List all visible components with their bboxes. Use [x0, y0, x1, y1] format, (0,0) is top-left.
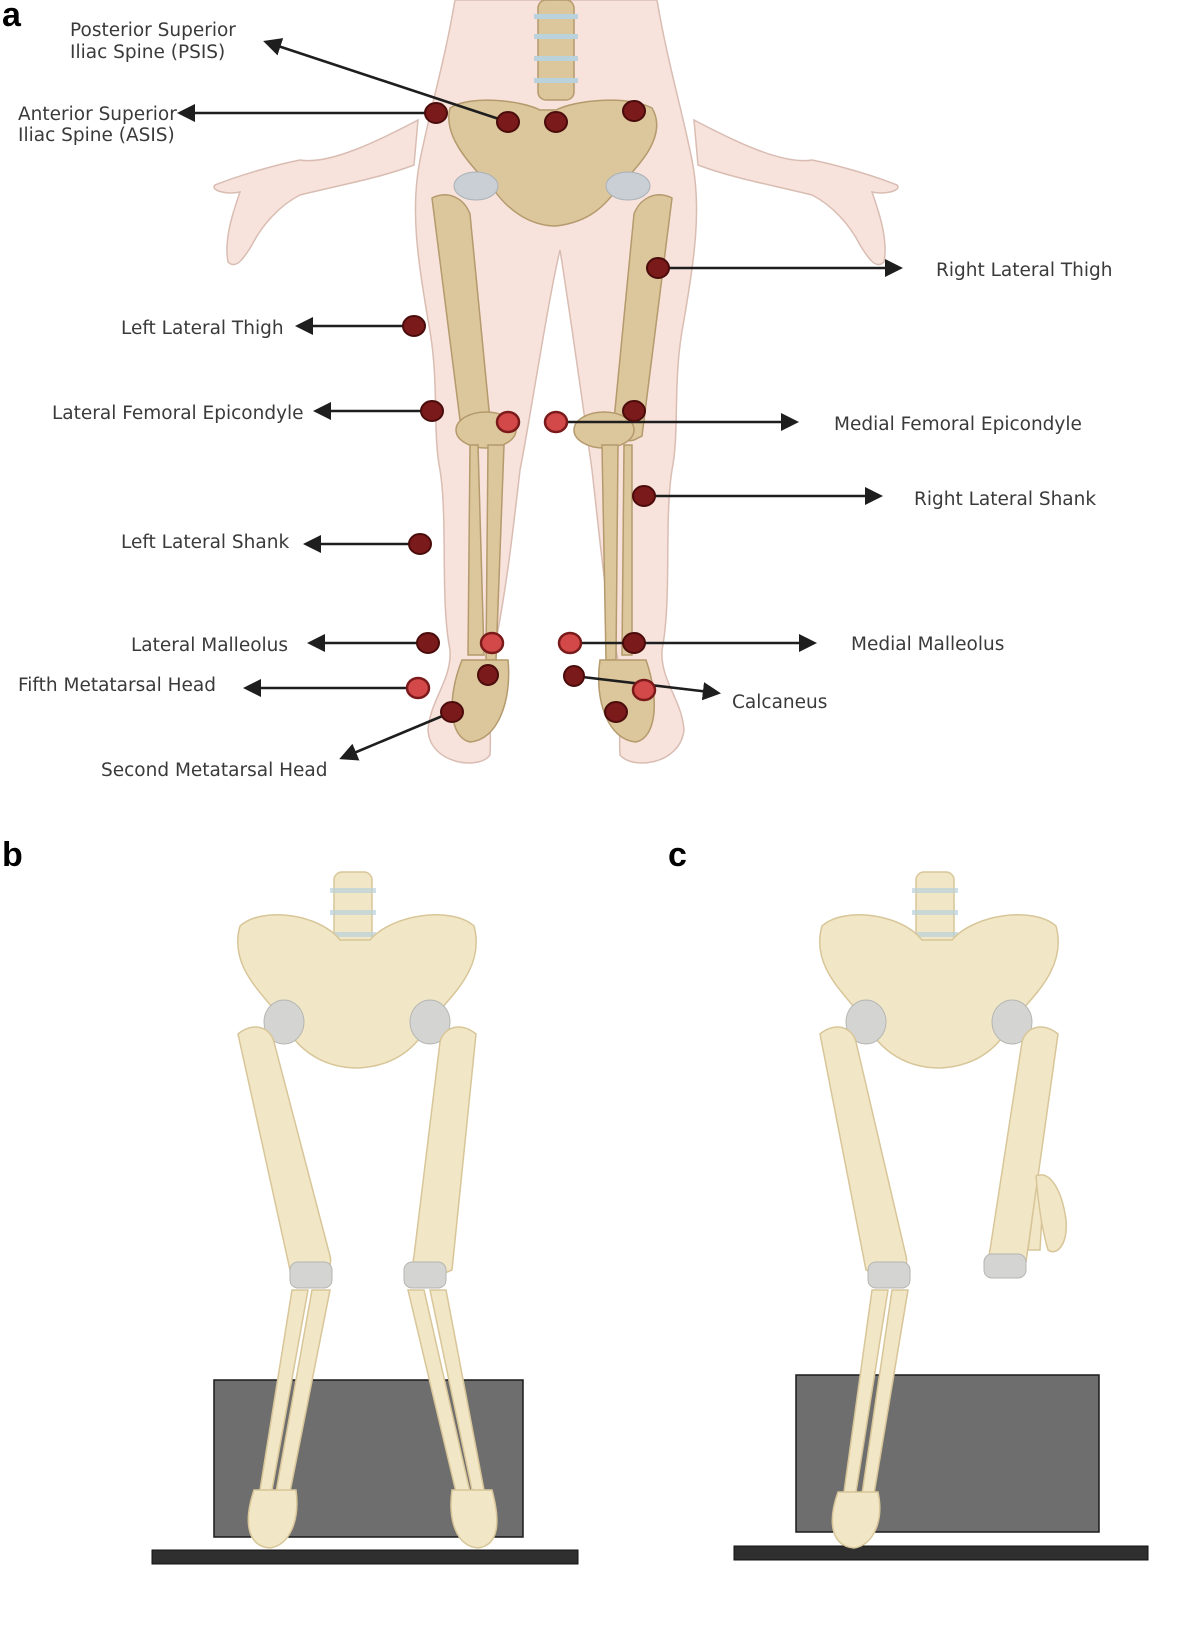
marker-right-lateral-shank — [632, 485, 656, 507]
marker-right-psis — [544, 111, 568, 133]
marker-left-lateral-thigh — [402, 315, 426, 337]
marker-right-asis — [622, 100, 646, 122]
marker-left-medial-malleolus — [479, 631, 505, 655]
markers — [402, 100, 670, 723]
label-right-lateral-shank: Right Lateral Shank — [914, 489, 1096, 510]
label-medial-femoral-epicondyle: Medial Femoral Epicondyle — [834, 414, 1082, 435]
label-left-lateral-shank: Left Lateral Shank — [121, 532, 289, 553]
marker-left-asis — [424, 102, 448, 124]
skeleton-c — [733, 871, 1149, 1561]
marker-right-lateral-malleolus — [622, 632, 646, 654]
label-second-metatarsal-head: Second Metatarsal Head — [101, 760, 327, 781]
marker-left-lateral-femoral-epicondyle — [420, 400, 444, 422]
label-asis-line2: Iliac Spine (ASIS) — [18, 125, 175, 146]
marker-right-fifth-metatarsal-head — [631, 678, 657, 702]
marker-left-second-metatarsal-head — [440, 701, 464, 723]
marker-right-medial-malleolus — [557, 631, 583, 655]
panel-letter-a: a — [2, 0, 22, 34]
marker-right-lateral-thigh — [646, 257, 670, 279]
arrow-second-metatarsal-head — [339, 710, 453, 761]
marker-left-lateral-shank — [408, 533, 432, 555]
marker-right-medial-femoral-epicondyle — [543, 410, 569, 434]
floor-base-b — [151, 1549, 579, 1565]
label-right-lateral-thigh: Right Lateral Thigh — [936, 260, 1112, 281]
label-medial-malleolus: Medial Malleolus — [851, 634, 1004, 655]
marker-right-lateral-femoral-epicondyle — [622, 400, 646, 422]
marker-left-fifth-metatarsal-head — [405, 676, 431, 700]
label-lateral-malleolus: Lateral Malleolus — [131, 635, 288, 656]
label-calcaneus: Calcaneus — [732, 692, 827, 713]
marker-left-calcaneus — [477, 664, 499, 686]
panel-letter-c: c — [668, 836, 687, 874]
skeleton-b — [151, 871, 579, 1565]
label-psis-line2: Iliac Spine (PSIS) — [70, 42, 225, 63]
marker-left-lateral-malleolus — [416, 632, 440, 654]
label-asis-line1: Anterior Superior — [18, 104, 177, 125]
floor-base-c — [733, 1545, 1149, 1561]
marker-right-second-metatarsal-head — [604, 701, 628, 723]
marker-left-medial-femoral-epicondyle — [495, 410, 521, 434]
label-left-lateral-thigh: Left Lateral Thigh — [121, 318, 284, 339]
label-lateral-femoral-epicondyle: Lateral Femoral Epicondyle — [52, 403, 304, 424]
marker-left-psis — [496, 111, 520, 133]
marker-right-calcaneus — [563, 665, 585, 687]
label-fifth-metatarsal-head: Fifth Metatarsal Head — [18, 675, 216, 696]
arrow-psis — [263, 38, 509, 124]
label-psis-line1: Posterior Superior — [70, 20, 236, 41]
panel-letter-b: b — [2, 836, 23, 874]
